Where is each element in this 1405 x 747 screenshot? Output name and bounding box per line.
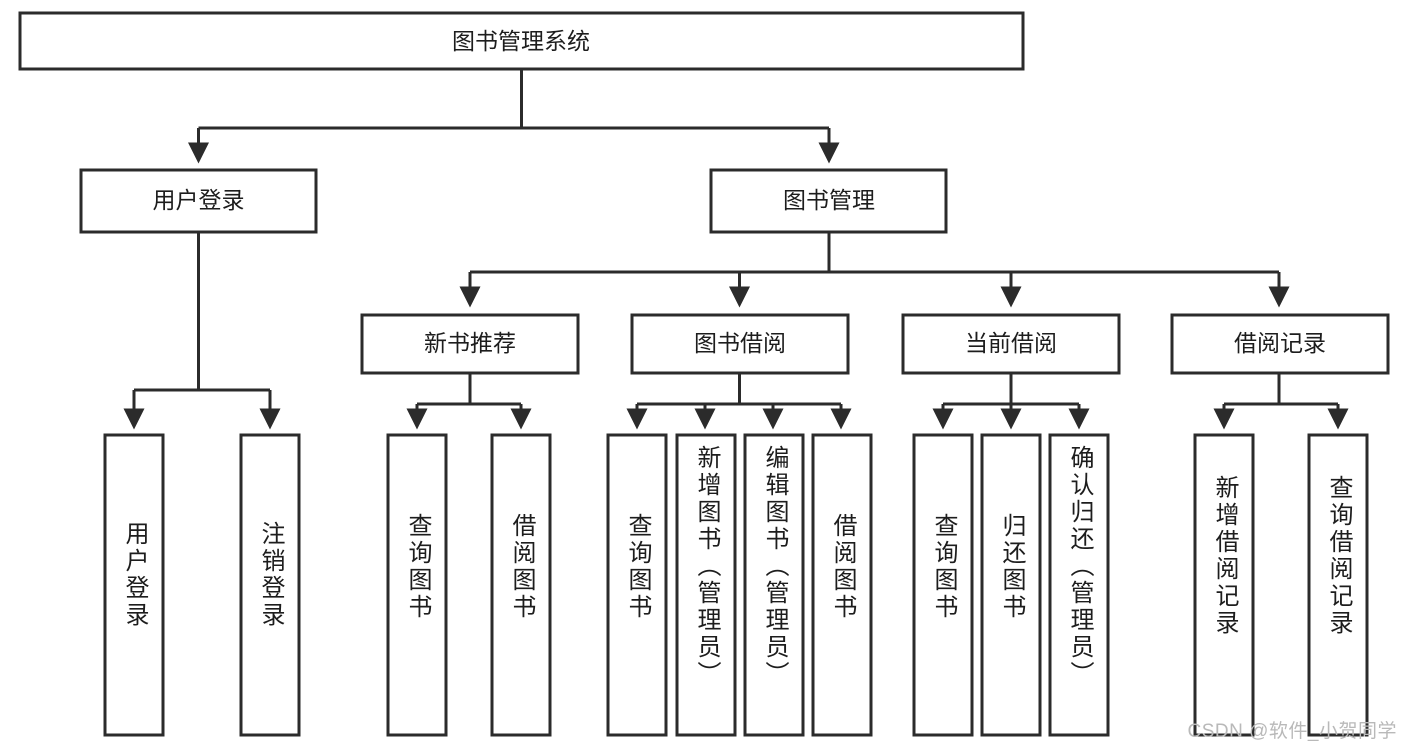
node-leaf-query-record-box[interactable] <box>1307 433 1369 737</box>
node-book-borrow-box[interactable] <box>630 313 850 375</box>
node-user-login-box[interactable] <box>79 168 318 234</box>
csdn-watermark: CSDN @软件_小贺同学 <box>1187 721 1397 742</box>
node-book-manage-box[interactable] <box>709 168 948 234</box>
node-user-login-label: 用户登录 <box>153 187 245 213</box>
node-layer: 图书管理系统 用户登录 图书管理 新书推荐 图书借阅 当前借阅 借阅记录 <box>18 11 1390 737</box>
node-leaf-add-record-box[interactable] <box>1193 433 1255 737</box>
node-new-book-label: 新书推荐 <box>424 330 516 356</box>
node-leaf-add-book-box[interactable] <box>675 433 737 737</box>
node-current-borrow-label: 当前借阅 <box>965 330 1057 356</box>
node-leaf-query-book-3-box[interactable] <box>912 433 974 737</box>
node-book-borrow-label: 图书借阅 <box>694 330 786 356</box>
node-new-book-box[interactable] <box>360 313 580 375</box>
node-root-label: 图书管理系统 <box>452 28 590 54</box>
node-leaf-borrow-book-1-box[interactable] <box>490 433 552 737</box>
node-leaf-query-book-2-box[interactable] <box>606 433 668 737</box>
node-leaf-user-login-box[interactable] <box>103 433 165 737</box>
node-root-box[interactable] <box>18 11 1025 71</box>
connector-layer <box>123 69 1349 430</box>
node-borrow-record-label: 借阅记录 <box>1234 330 1326 356</box>
node-leaf-return-book-box[interactable] <box>980 433 1042 737</box>
node-leaf-confirm-return-box[interactable] <box>1048 433 1110 737</box>
node-leaf-edit-book-box[interactable] <box>743 433 805 737</box>
node-current-borrow-box[interactable] <box>901 313 1121 375</box>
node-leaf-query-book-1-box[interactable] <box>386 433 448 737</box>
node-leaf-logout-box[interactable] <box>239 433 301 737</box>
node-leaf-borrow-book-2-box[interactable] <box>811 433 873 737</box>
node-book-manage-label: 图书管理 <box>783 187 875 213</box>
node-borrow-record-box[interactable] <box>1170 313 1390 375</box>
